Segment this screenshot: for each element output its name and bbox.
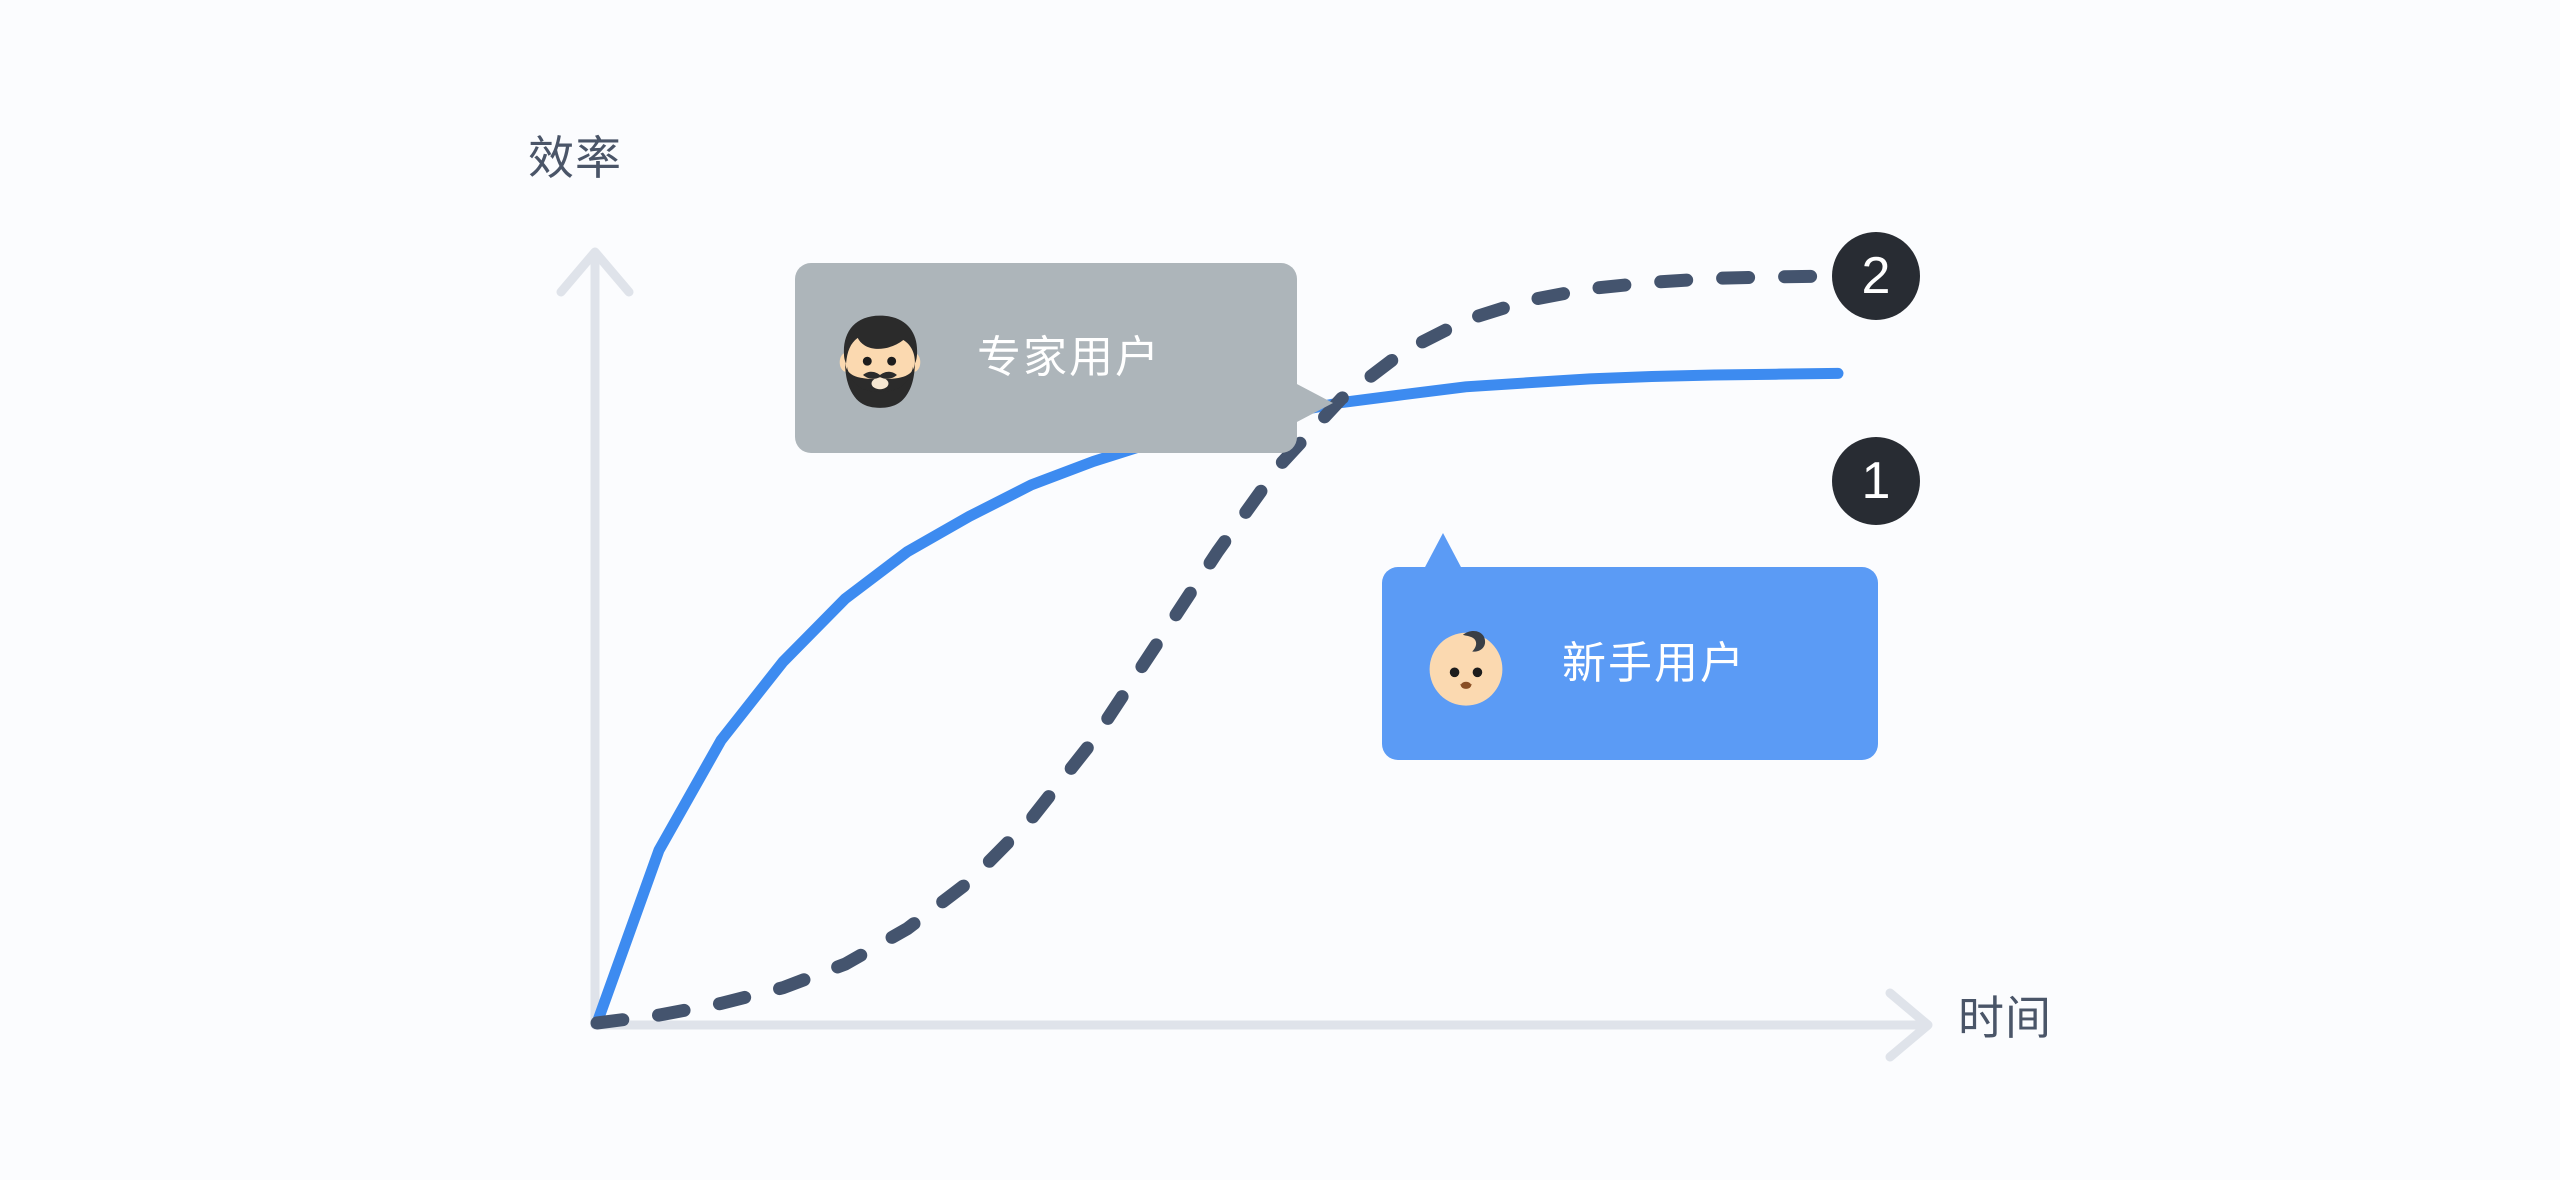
badge-marker-2[interactable]: 2 [1832,232,1920,320]
x-axis-arrowhead [1885,988,1933,1062]
callout-tail-right [1295,383,1333,423]
y-axis-arrowhead [556,247,634,297]
x-axis [590,988,1933,1062]
callout-expert-label: 专家用户 [977,333,1161,382]
badge-marker-1[interactable]: 1 [1832,437,1920,525]
x-axis-label: 时间 [1958,992,2052,1044]
bearded-man-face-icon [827,305,933,411]
callout-novice-label: 新手用户 [1562,638,1746,688]
callout-expert-user[interactable]: 专家用户 [795,263,1333,453]
callout-tail-up [1424,533,1462,569]
curve-expert-user [590,269,1845,1030]
y-axis [556,247,634,1030]
y-axis-label: 效率 [528,132,622,184]
callout-novice-user[interactable]: 新手用户 [1382,533,1878,760]
baby-face-icon [1414,612,1518,716]
